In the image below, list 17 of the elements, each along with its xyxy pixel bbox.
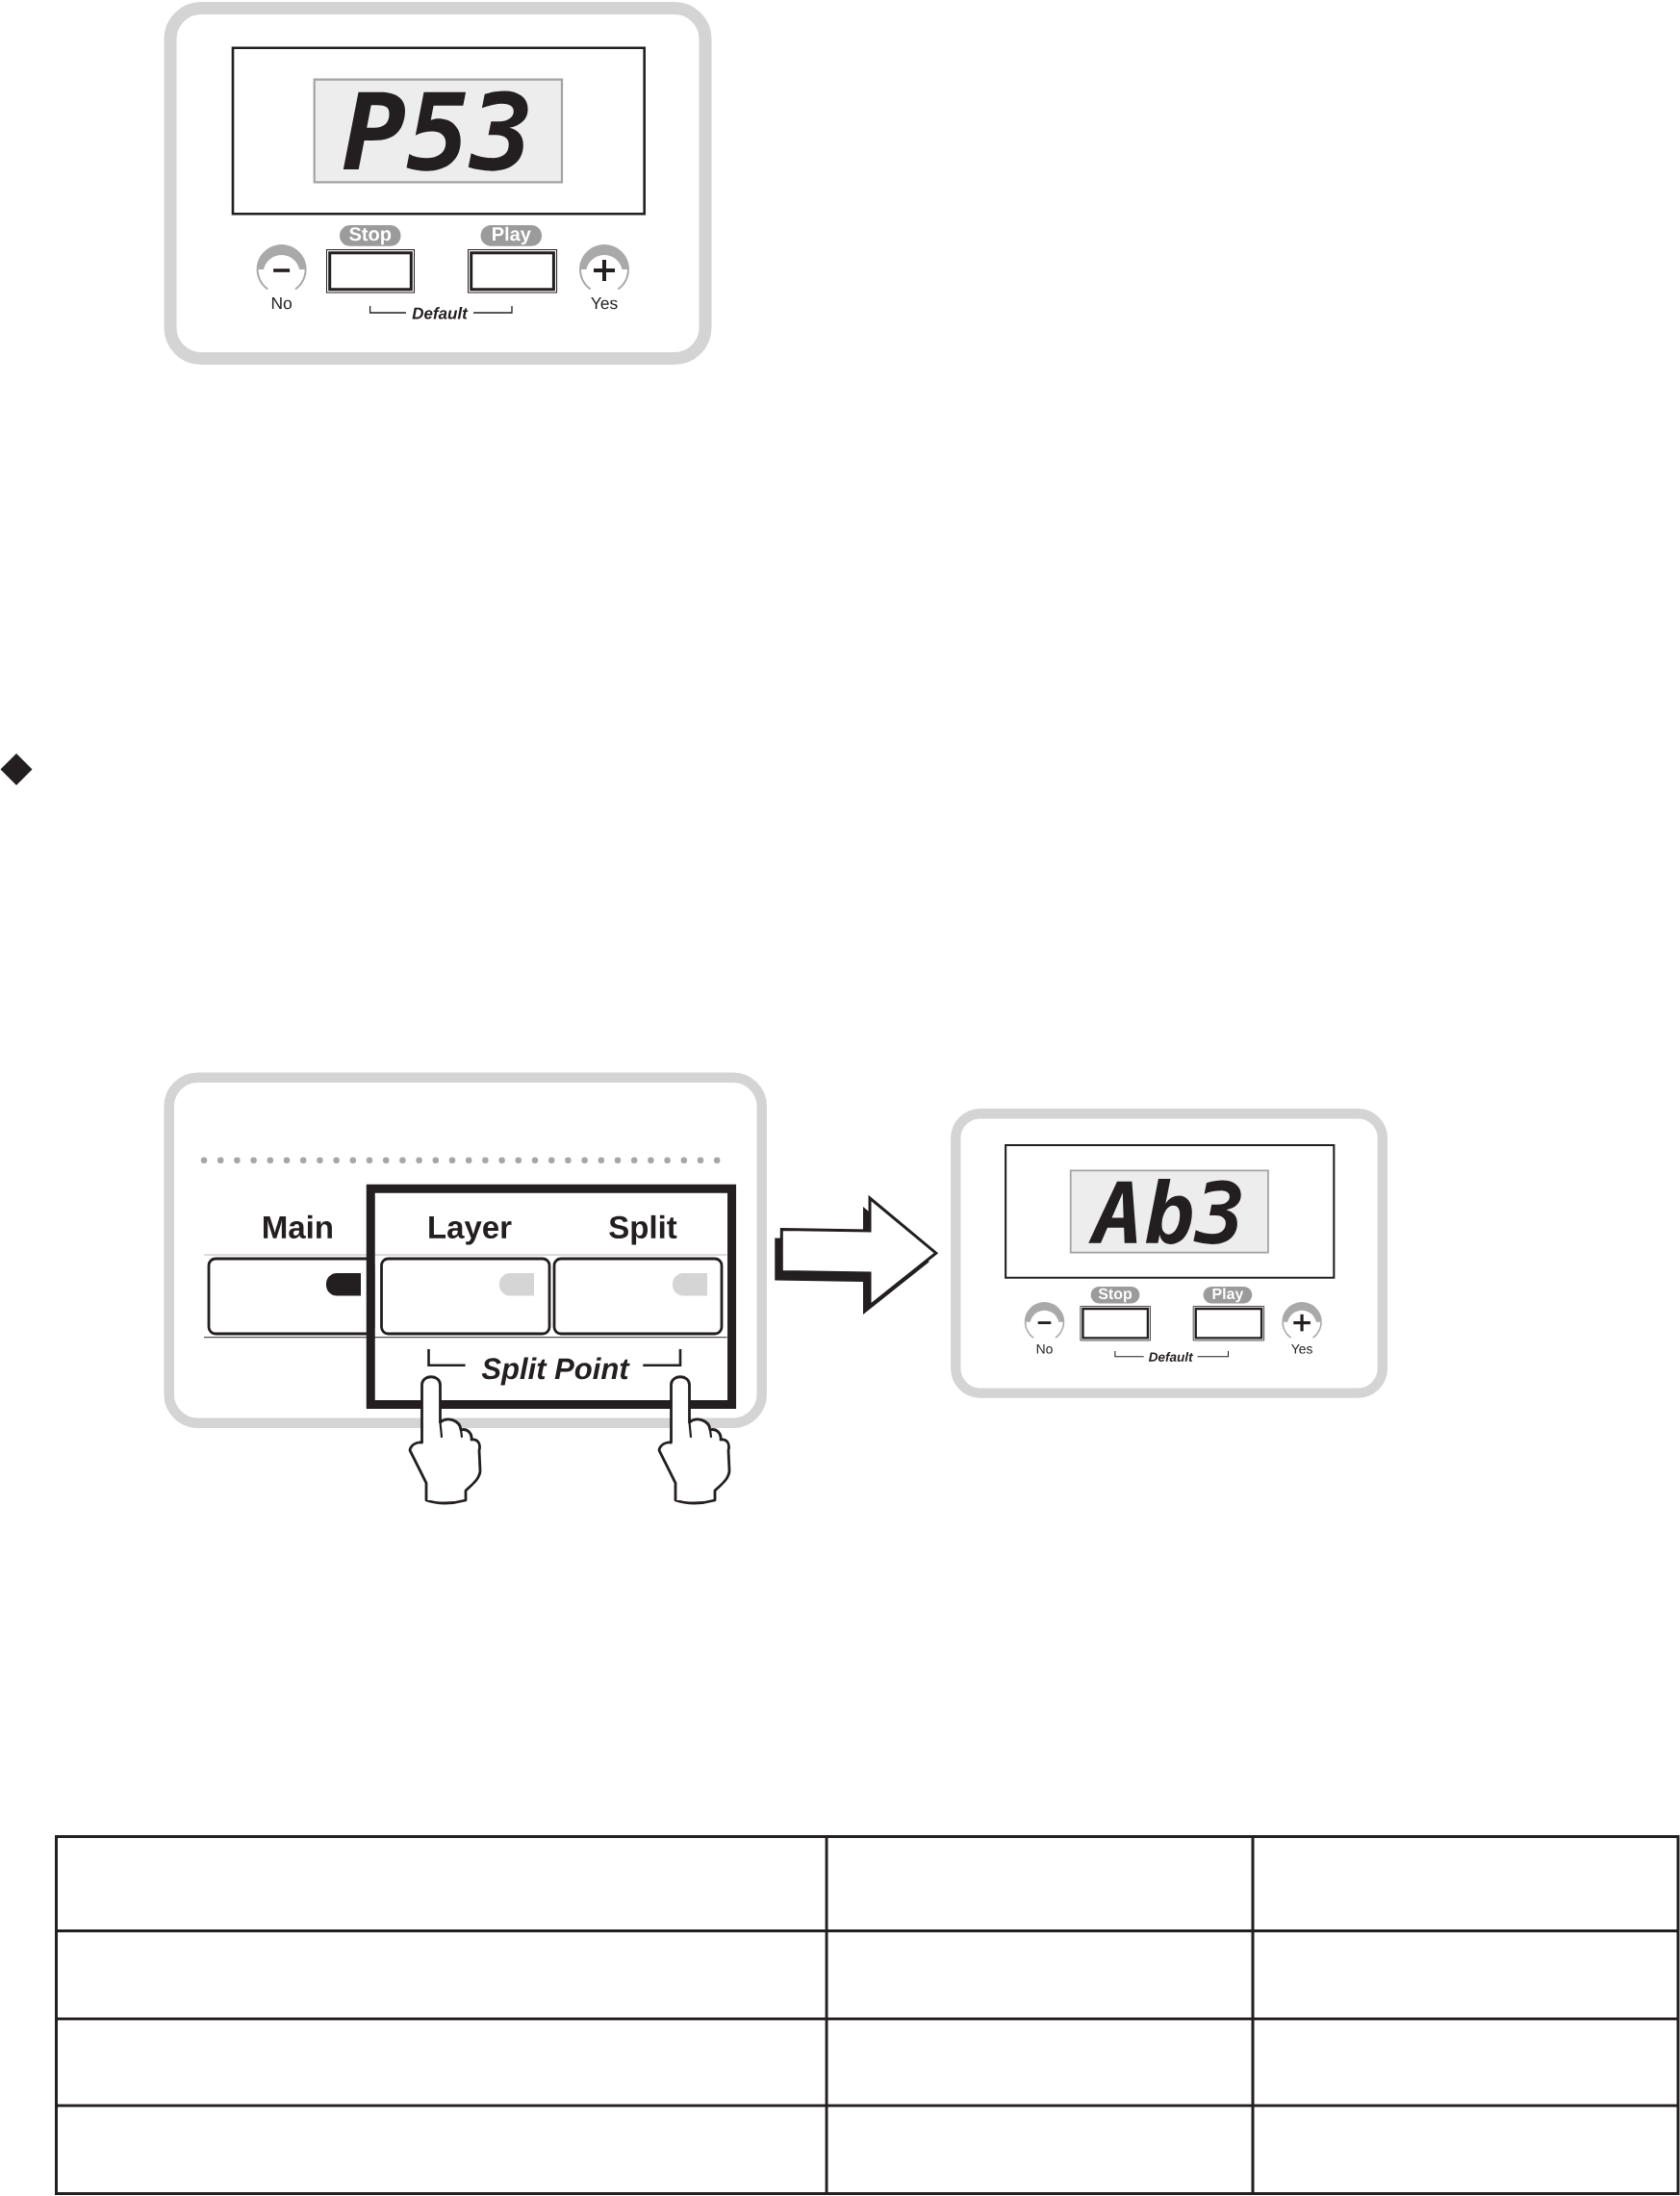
knob-label: No — [271, 297, 292, 310]
function-label: Layer — [429, 1216, 512, 1245]
lcd-readout: Ab3 — [1069, 1169, 1269, 1254]
label-pill: Stop — [340, 225, 401, 246]
bracket-label: Split Point — [481, 1357, 630, 1386]
bracket-label: Default — [1148, 1352, 1194, 1362]
label-pill: Play — [480, 225, 543, 246]
function-label: Split — [609, 1214, 677, 1245]
label-pill: Stop — [1090, 1287, 1140, 1304]
knob-label: Yes — [1291, 1343, 1312, 1354]
label-pill: Play — [1203, 1287, 1253, 1304]
bracket-label: Default — [412, 307, 469, 319]
block-arrow — [775, 1194, 939, 1315]
knob-label: No — [1036, 1343, 1053, 1354]
knob-label: Yes — [591, 297, 618, 310]
function-label: Main — [264, 1214, 332, 1239]
lcd-readout: P53 — [313, 78, 564, 184]
